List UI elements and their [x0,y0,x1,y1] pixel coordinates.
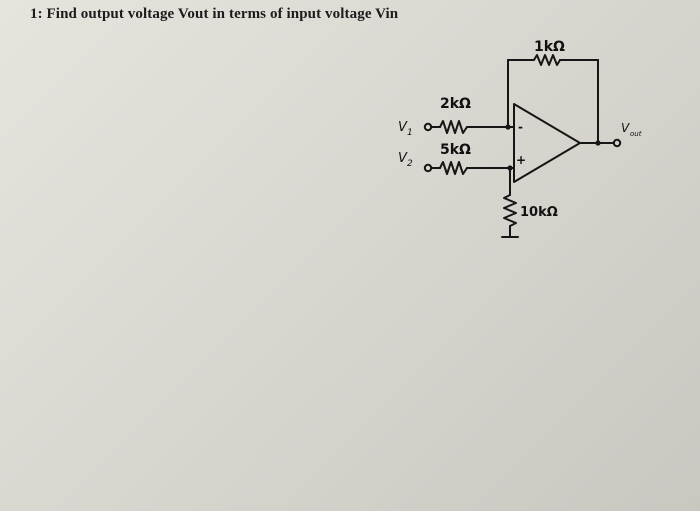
label-v2: V [398,151,408,166]
vout-terminal [612,138,622,148]
resistor-5k [439,161,468,175]
label-vout-sub: out [630,130,642,138]
resistor-2k [439,120,468,134]
junction-noninverting [507,165,513,171]
junction-inverting [505,124,511,130]
label-vout: V [621,121,630,135]
resistor-1k-feedback [533,54,561,66]
label-2k: 2kΩ [440,96,471,112]
label-v1: V [398,120,408,135]
label-1k: 1kΩ [534,39,565,55]
label-v2-sub: 2 [407,159,413,169]
label-v1-sub: 1 [407,128,413,138]
label-noninverting: + [516,153,526,167]
resistor-10k-ground [503,194,517,227]
label-inverting: - [518,120,523,134]
question-text: 1: Find output voltage Vout in terms of … [30,6,399,22]
op-amp-symbol [513,103,581,183]
label-10k: 10kΩ [520,205,558,220]
junction-output [595,140,601,146]
label-5k: 5kΩ [440,142,471,158]
